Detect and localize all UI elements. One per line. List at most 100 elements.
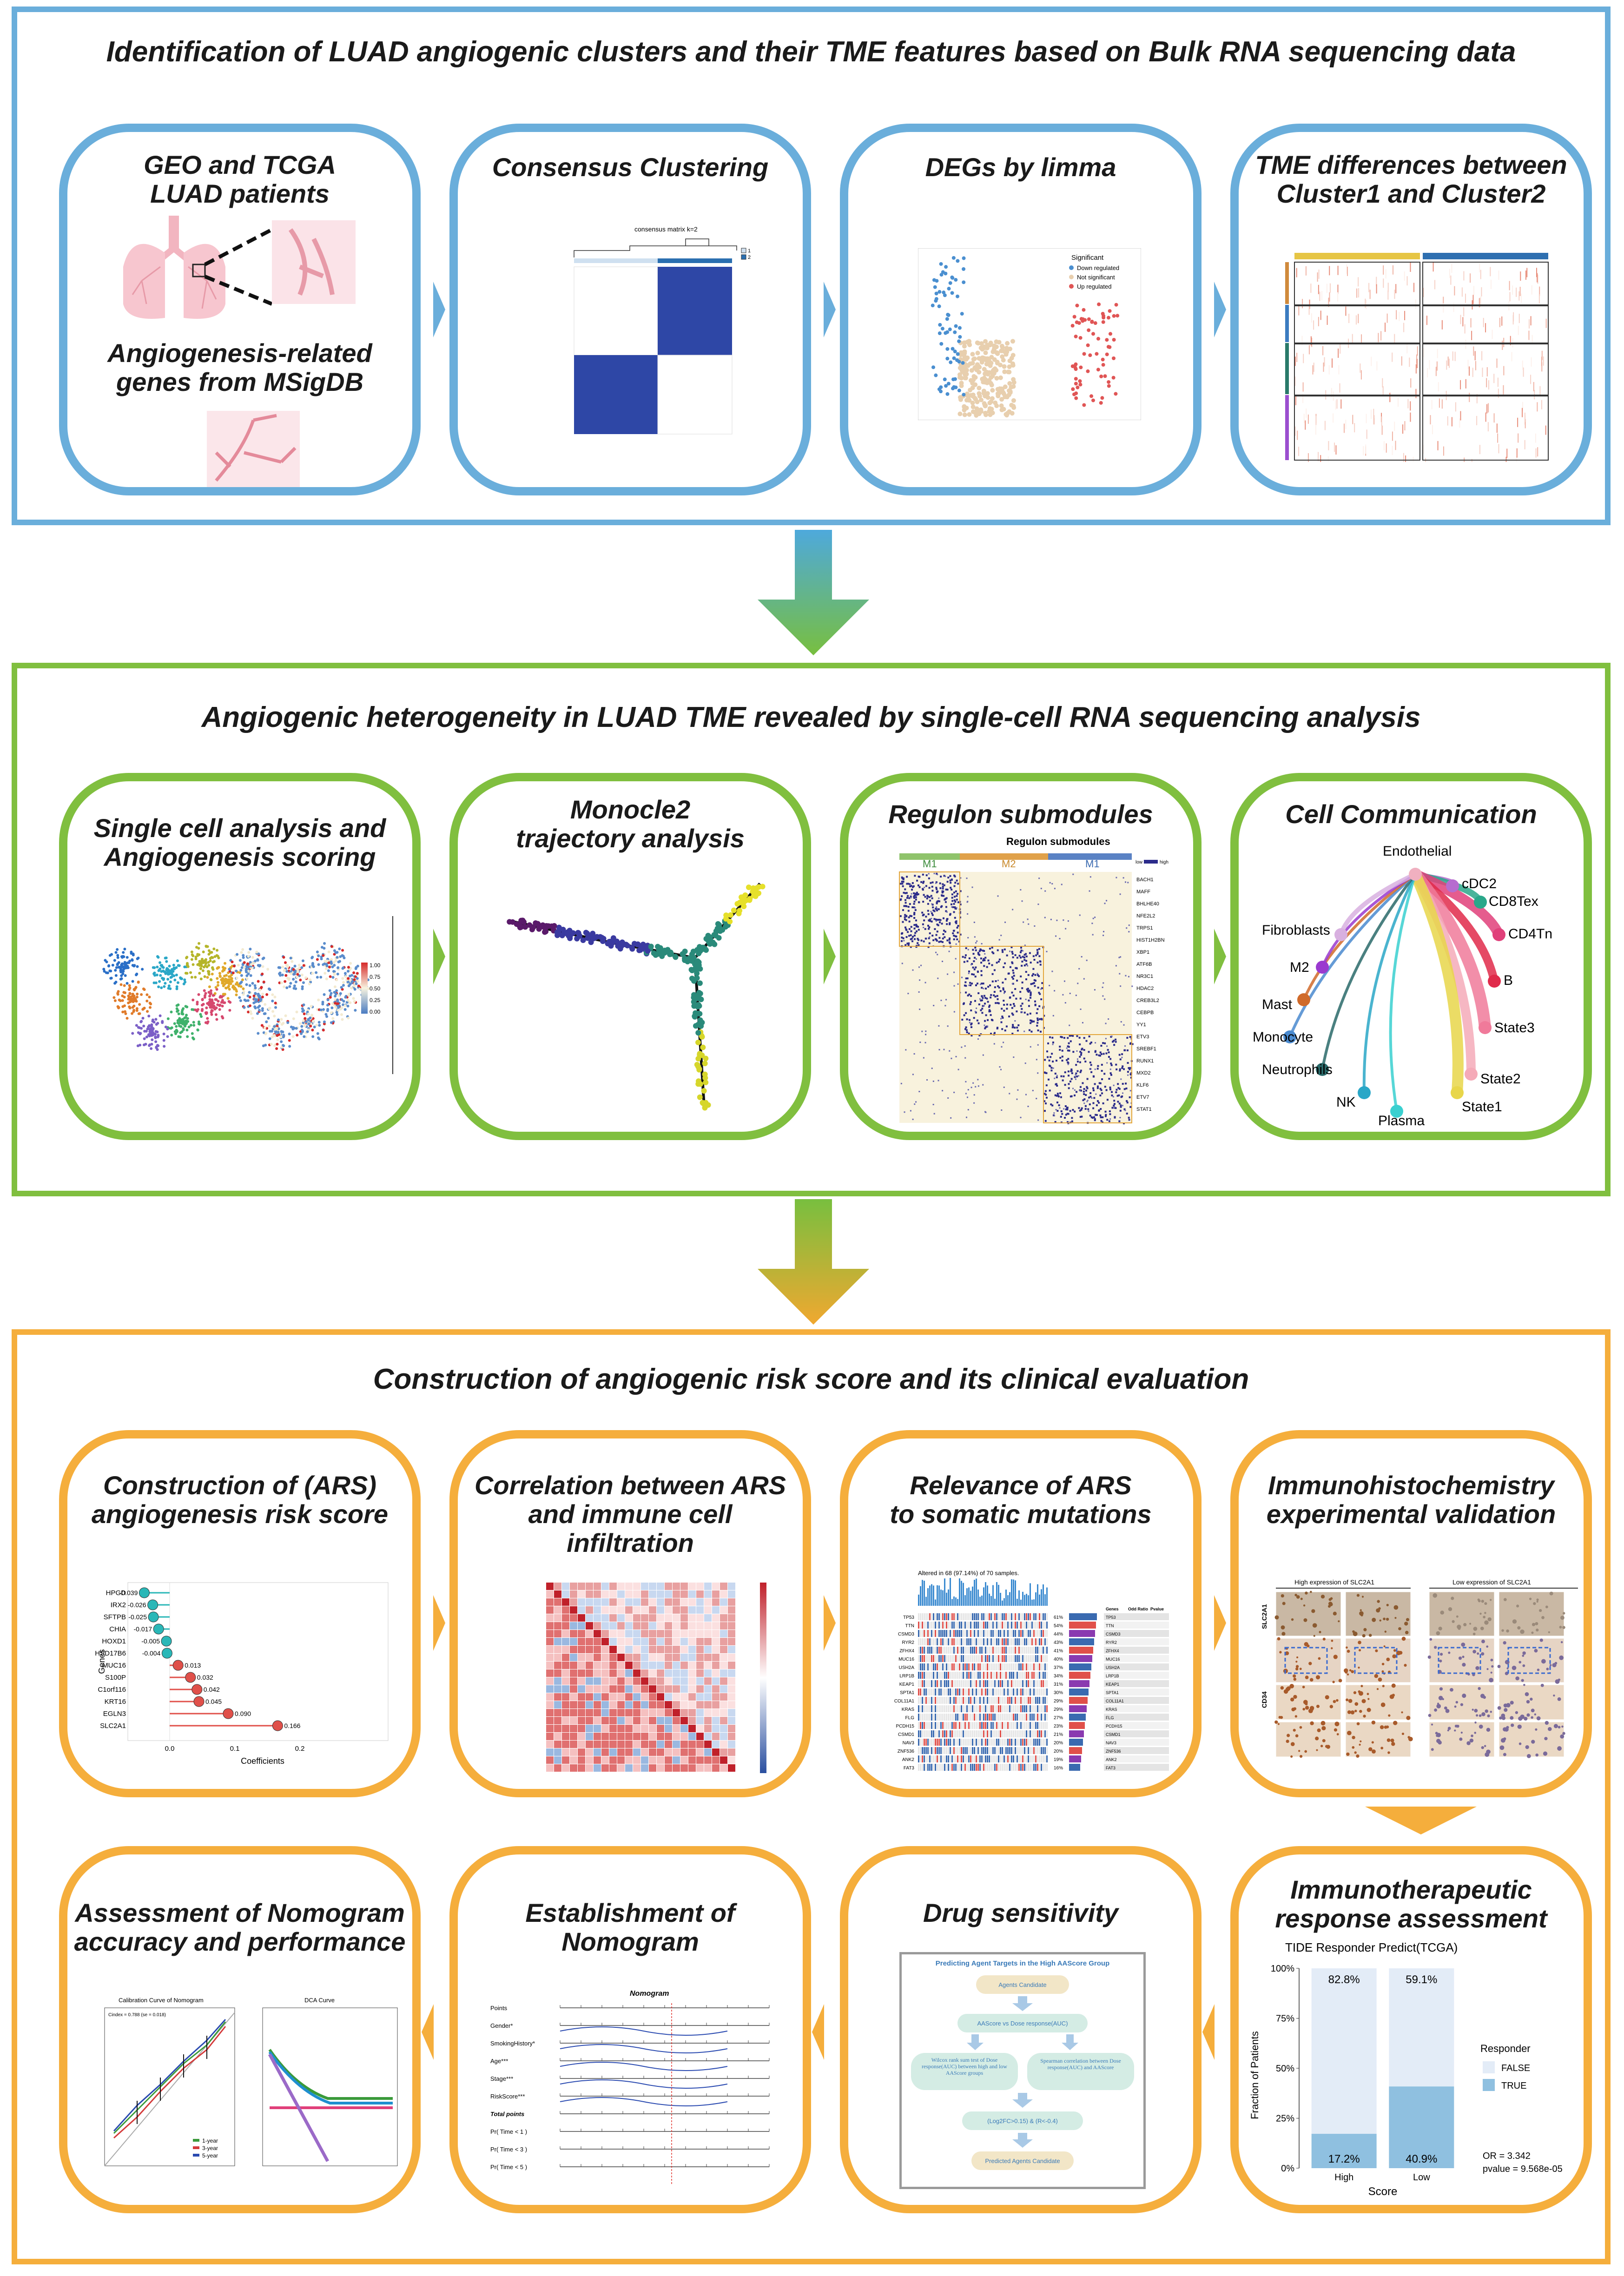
regulon-cell xyxy=(1103,1073,1106,1075)
regulon-cell xyxy=(1053,1115,1055,1117)
umap-point xyxy=(128,986,132,990)
heatmap-cell xyxy=(1537,273,1538,283)
correlation-cell xyxy=(586,1630,593,1637)
umap-point xyxy=(199,1013,202,1016)
tmb-bar xyxy=(1028,1595,1029,1606)
regulon-cell xyxy=(1059,1056,1062,1059)
volcano-point xyxy=(975,362,980,367)
regulon-cell xyxy=(1001,1046,1003,1048)
regulon-cell xyxy=(968,993,970,996)
correlation-cell xyxy=(570,1662,577,1669)
umap-point xyxy=(251,1016,254,1020)
regulon-gene-label: XBP1 xyxy=(1136,950,1149,955)
umap-point xyxy=(307,1012,310,1016)
regulon-cell xyxy=(989,984,991,987)
regulon-cell xyxy=(1043,1093,1046,1095)
heatmap-cell xyxy=(1476,416,1478,425)
regulon-cell xyxy=(970,1026,973,1028)
umap-point xyxy=(257,980,260,983)
mutation-cell xyxy=(1015,1638,1016,1645)
regulon-cell xyxy=(1097,1065,1099,1067)
heatmap-cell xyxy=(1503,366,1505,376)
regulon-cell xyxy=(904,905,907,907)
regulon-cell xyxy=(1115,1063,1117,1066)
mutation-cell xyxy=(953,1647,955,1654)
volcano-point xyxy=(951,347,955,351)
card-monocle-trajectory: Monocle2 trajectory analysis xyxy=(449,773,811,1140)
regulon-cell xyxy=(1068,1042,1070,1044)
correlation-cell xyxy=(609,1654,617,1661)
regulon-cell xyxy=(904,899,907,901)
correlation-cell xyxy=(578,1630,585,1637)
umap-point xyxy=(235,970,238,973)
correlation-cell xyxy=(601,1741,609,1748)
umap-point xyxy=(337,966,340,970)
correlation-cell xyxy=(696,1764,704,1772)
umap-point xyxy=(264,1012,267,1015)
regulon-cell xyxy=(986,966,988,968)
mutation-cell xyxy=(1041,1630,1042,1637)
correlation-cell xyxy=(554,1677,561,1685)
umap-point xyxy=(277,966,280,969)
correlation-cell xyxy=(641,1685,648,1693)
mutation-cell xyxy=(940,1663,942,1670)
card-degs-limma: DEGs by limma Significant Down regulated… xyxy=(840,124,1201,495)
regulon-cell xyxy=(1019,997,1022,1000)
umap-point xyxy=(253,984,257,987)
regulon-cell xyxy=(939,882,941,884)
trajectory-point xyxy=(543,929,549,935)
heatmap-cell xyxy=(1402,424,1404,434)
regulon-cell xyxy=(1020,1116,1022,1118)
regulon-cell xyxy=(908,928,911,930)
umap-point xyxy=(121,999,124,1002)
volcano-point xyxy=(956,259,960,263)
mutation-cell xyxy=(966,1638,968,1645)
regulon-cell xyxy=(1032,973,1035,975)
regulon-cell xyxy=(1061,1059,1063,1062)
umap-point xyxy=(216,966,219,970)
mutation-cell xyxy=(972,1655,973,1662)
volcano-point xyxy=(946,382,951,386)
communication-node xyxy=(1334,928,1347,941)
gene-label: HPGD xyxy=(106,1589,126,1597)
mutation-cell xyxy=(972,1613,973,1620)
correlation-cell xyxy=(609,1733,617,1740)
heatmap-cell xyxy=(1522,402,1524,411)
umap-point xyxy=(257,1032,260,1035)
regulon-cell xyxy=(1037,1044,1039,1046)
correlation-cell xyxy=(665,1709,672,1716)
regulon-cell xyxy=(1036,1098,1037,1100)
mutation-cell xyxy=(1009,1655,1010,1662)
volcano-point xyxy=(945,347,950,351)
volcano-point xyxy=(1096,336,1100,341)
volcano-point xyxy=(985,395,990,400)
umap-point xyxy=(284,961,287,964)
regulon-cell xyxy=(977,992,980,994)
umap-point xyxy=(323,942,326,945)
umap-point xyxy=(330,1021,333,1024)
tmb-bar xyxy=(966,1588,968,1606)
heatmap-cell xyxy=(1461,287,1463,297)
umap-point xyxy=(210,978,213,982)
correlation-cell xyxy=(586,1646,593,1653)
umap-point xyxy=(175,1025,178,1028)
regulon-cell xyxy=(956,907,957,909)
umap-point xyxy=(267,1016,270,1020)
correlation-cell xyxy=(570,1614,577,1622)
umap-point xyxy=(264,1003,267,1006)
umap-point xyxy=(208,1002,211,1005)
volcano-point xyxy=(1000,354,1005,359)
trajectory-point xyxy=(590,930,596,937)
regulon-cell xyxy=(946,918,949,920)
regulon-cell xyxy=(988,963,990,965)
heatmap-cell xyxy=(1521,293,1522,303)
regulon-cell xyxy=(943,895,945,897)
communication-node xyxy=(1492,928,1505,941)
mutation-cell xyxy=(1022,1622,1023,1629)
regulon-cell xyxy=(1128,976,1130,977)
mutation-cell xyxy=(944,1630,945,1637)
umap-point xyxy=(323,993,326,996)
regulon-cell xyxy=(1118,957,1120,958)
lollipop-head xyxy=(161,1636,172,1647)
mutation-cell xyxy=(976,1647,977,1654)
